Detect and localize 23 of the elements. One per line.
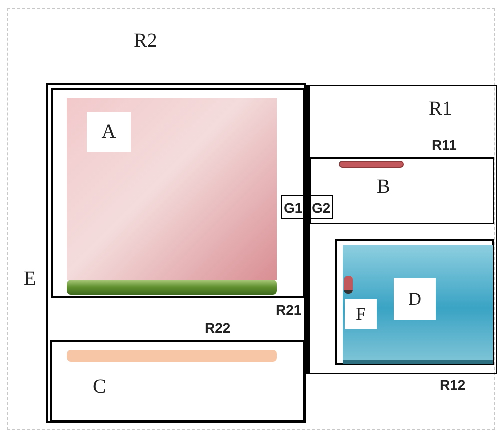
letter-label: E <box>24 269 36 289</box>
color-bar <box>67 280 277 295</box>
label-box <box>281 195 333 219</box>
region-label: R12 <box>440 378 466 392</box>
letter-label: C <box>93 377 106 397</box>
letter-label: D <box>408 288 422 310</box>
letter-label: R2 <box>134 31 158 51</box>
region-frame <box>7 8 495 430</box>
letter-label: R1 <box>429 99 452 119</box>
region-label: G2 <box>312 201 331 215</box>
region-label: R11 <box>432 138 457 152</box>
region-label: R21 <box>276 303 302 317</box>
color-bar <box>67 350 277 362</box>
color-bar <box>344 276 353 294</box>
region-label: G1 <box>284 201 303 215</box>
gradient-panel <box>67 98 277 280</box>
letter-label: F <box>354 302 367 326</box>
color-bar <box>339 161 404 168</box>
letter-label: B <box>377 177 390 197</box>
letter-label: A <box>87 112 131 152</box>
label-box <box>345 299 377 329</box>
label-box <box>394 278 436 320</box>
region-label: R22 <box>205 321 231 335</box>
